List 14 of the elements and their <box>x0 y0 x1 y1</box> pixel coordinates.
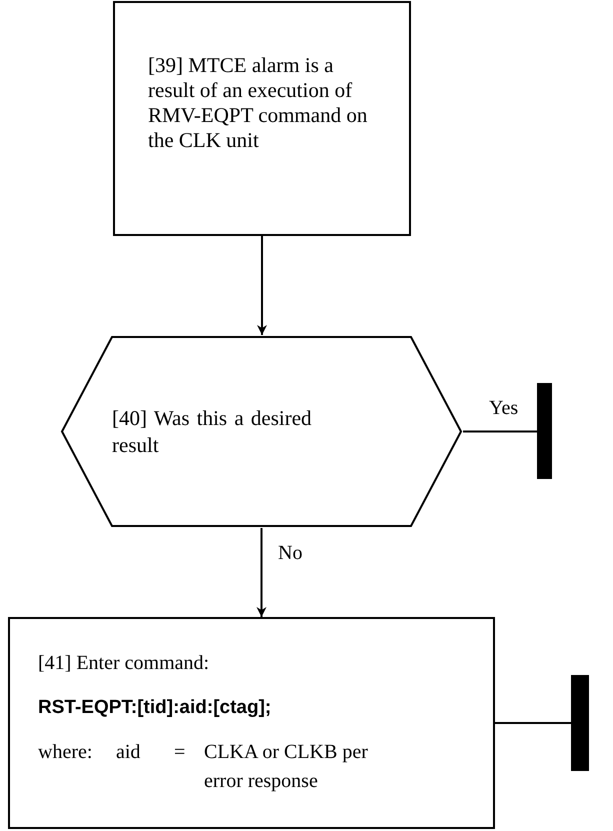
process-box <box>113 1 411 236</box>
connector-arrow <box>257 236 267 335</box>
command-text: RST-EQPT:[tid]:aid:[ctag]; <box>38 696 272 720</box>
connector-arrow <box>256 528 266 617</box>
terminator-bar <box>537 383 552 479</box>
where-text: where: <box>38 740 92 765</box>
step-text: [41] Enter command: <box>38 651 210 676</box>
step-text: [39] MTCE alarm is a result of an execution of RMV-EQPT command on the CLK unit <box>148 53 368 153</box>
equals-sign: = <box>174 740 186 765</box>
terminator-bar <box>571 675 589 771</box>
value-text: CLKA or CLKB per error response <box>204 740 369 794</box>
process-box <box>8 617 495 829</box>
decision-text: [40] Was this a desired result <box>112 405 313 459</box>
parameter-text: aid <box>116 740 140 765</box>
